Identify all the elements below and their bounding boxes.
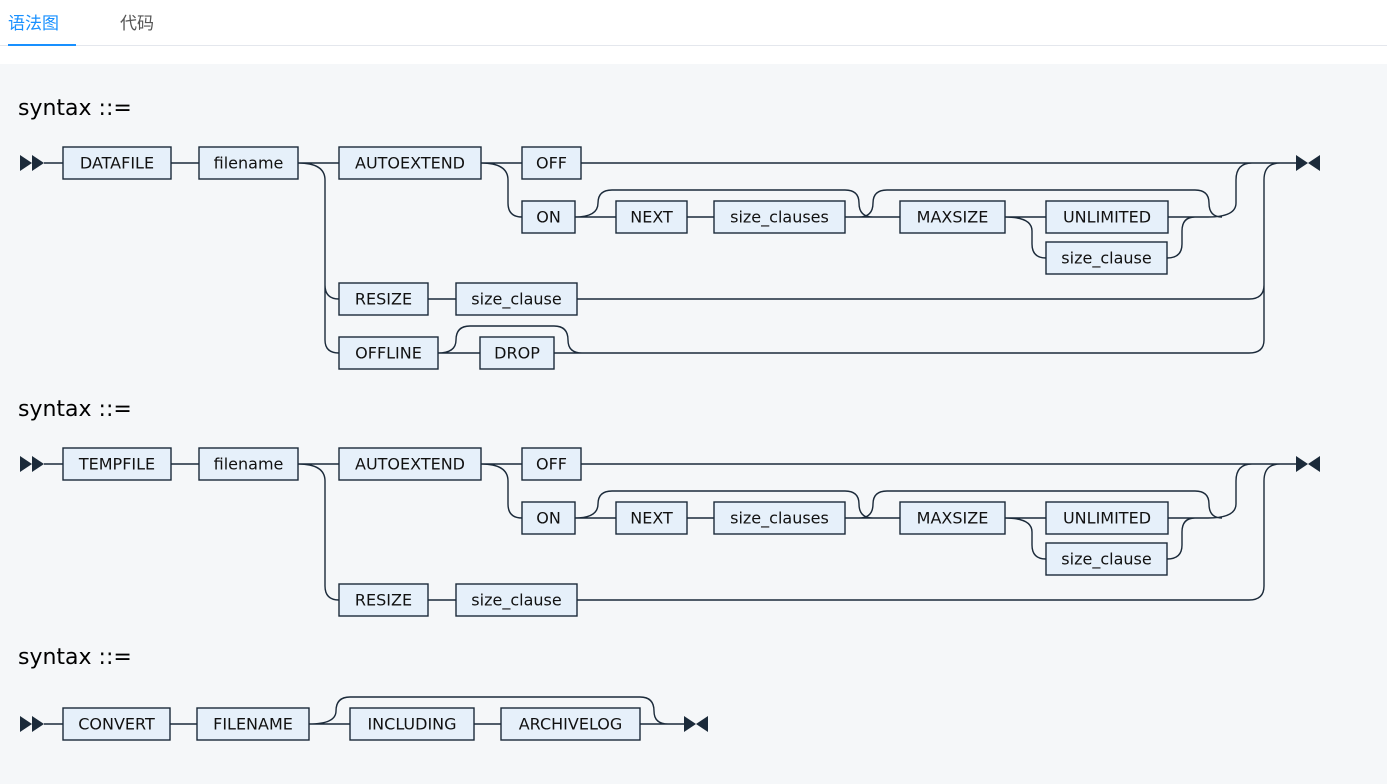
terminal-box: TEMPFILE <box>62 447 172 481</box>
terminal-box: RESIZE <box>338 282 429 316</box>
nonterminal-box: size_clause <box>1045 542 1168 576</box>
svg-text:CONVERT: CONVERT <box>78 715 155 734</box>
svg-text:NEXT: NEXT <box>630 208 673 227</box>
diagram-heading: syntax ::= <box>18 645 132 670</box>
svg-text:filename: filename <box>214 455 284 474</box>
terminal-box: MAXSIZE <box>899 501 1006 535</box>
svg-text:size_clause: size_clause <box>1061 249 1151 269</box>
terminal-box: ON <box>521 200 576 234</box>
svg-text:FILENAME: FILENAME <box>213 715 293 734</box>
nonterminal-box: size_clause <box>455 583 578 617</box>
terminal-box: FILENAME <box>196 707 310 741</box>
nonterminal-box: size_clauses <box>713 200 846 234</box>
end-marker <box>1308 456 1320 472</box>
svg-text:RESIZE: RESIZE <box>355 591 412 610</box>
terminal-box: ON <box>521 501 576 535</box>
end-marker <box>696 716 708 732</box>
terminal-box: MAXSIZE <box>899 200 1006 234</box>
tab-syntax-diagram[interactable]: 语法图 <box>8 0 76 46</box>
svg-text:OFFLINE: OFFLINE <box>355 344 422 363</box>
svg-text:AUTOEXTEND: AUTOEXTEND <box>355 154 465 173</box>
terminal-box: OFFLINE <box>338 336 439 370</box>
nonterminal-box: filename <box>198 146 299 180</box>
terminal-box: NEXT <box>615 501 688 535</box>
svg-text:size_clauses: size_clauses <box>730 509 829 529</box>
terminal-box: AUTOEXTEND <box>338 447 482 481</box>
start-marker <box>32 155 44 171</box>
svg-text:size_clauses: size_clauses <box>730 208 829 228</box>
terminal-box: RESIZE <box>338 583 429 617</box>
start-marker <box>20 155 32 171</box>
svg-text:size_clause: size_clause <box>471 591 561 611</box>
terminal-box: UNLIMITED <box>1045 501 1169 535</box>
terminal-box: UNLIMITED <box>1045 200 1169 234</box>
diagram-heading: syntax ::= <box>18 397 132 422</box>
terminal-box: DROP <box>479 336 555 370</box>
terminal-box: ARCHIVELOG <box>500 707 641 741</box>
svg-text:AUTOEXTEND: AUTOEXTEND <box>355 455 465 474</box>
terminal-box: NEXT <box>615 200 688 234</box>
nonterminal-box: size_clauses <box>713 501 846 535</box>
terminal-box: INCLUDING <box>349 707 475 741</box>
svg-text:RESIZE: RESIZE <box>355 290 412 309</box>
svg-text:DATAFILE: DATAFILE <box>80 154 154 173</box>
terminal-box: CONVERT <box>62 707 171 741</box>
svg-text:filename: filename <box>214 154 284 173</box>
svg-text:size_clause: size_clause <box>471 290 561 310</box>
svg-text:NEXT: NEXT <box>630 509 673 528</box>
svg-text:MAXSIZE: MAXSIZE <box>917 509 989 528</box>
svg-text:INCLUDING: INCLUDING <box>367 715 456 734</box>
svg-text:ARCHIVELOG: ARCHIVELOG <box>519 715 623 734</box>
svg-text:size_clause: size_clause <box>1061 550 1151 570</box>
track-path <box>44 162 1296 354</box>
svg-text:UNLIMITED: UNLIMITED <box>1063 509 1151 528</box>
svg-text:ON: ON <box>536 208 561 227</box>
tab-code[interactable]: 代码 <box>120 14 154 34</box>
svg-text:MAXSIZE: MAXSIZE <box>917 208 989 227</box>
svg-text:OFF: OFF <box>536 455 567 474</box>
terminal-box: DATAFILE <box>62 146 172 180</box>
terminal-box: OFF <box>521 447 582 481</box>
syntax-diagram-tempfile: syntax ::= TEMPFILE filename AUTOEXTEND … <box>18 397 1320 617</box>
syntax-diagram-convert: syntax ::= CONVERT FILENAME INCLUDING AR… <box>18 645 708 741</box>
start-marker <box>32 456 44 472</box>
terminal-box: OFF <box>521 146 582 180</box>
start-marker <box>20 716 32 732</box>
svg-text:DROP: DROP <box>494 344 540 363</box>
track-path <box>44 463 1296 601</box>
start-marker <box>20 456 32 472</box>
end-marker <box>1296 155 1308 171</box>
nonterminal-box: filename <box>198 447 299 481</box>
terminal-box: AUTOEXTEND <box>338 146 482 180</box>
nonterminal-box: size_clause <box>455 282 578 316</box>
svg-text:UNLIMITED: UNLIMITED <box>1063 208 1151 227</box>
tab-bar: 语法图 代码 <box>0 0 1387 46</box>
syntax-diagram-datafile: syntax ::= DATAFILE filename AUTOEXTEND … <box>18 96 1320 370</box>
diagram-heading: syntax ::= <box>18 96 132 121</box>
end-marker <box>1296 456 1308 472</box>
svg-text:ON: ON <box>536 509 561 528</box>
start-marker <box>32 716 44 732</box>
end-marker <box>684 716 696 732</box>
diagram-panel <box>0 64 1387 784</box>
svg-text:TEMPFILE: TEMPFILE <box>78 455 155 474</box>
nonterminal-box: size_clause <box>1045 241 1168 275</box>
svg-text:OFF: OFF <box>536 154 567 173</box>
track-path <box>44 696 684 725</box>
end-marker <box>1308 155 1320 171</box>
